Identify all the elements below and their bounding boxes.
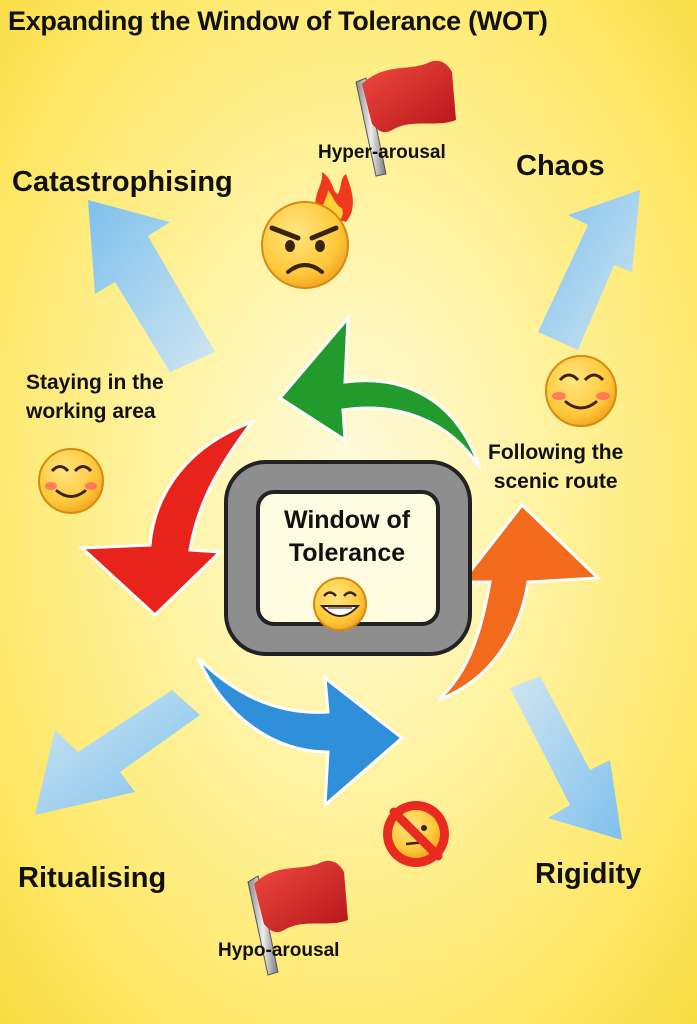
following-line2: scenic route <box>493 470 618 493</box>
arrow-catastrophising <box>88 200 215 372</box>
staying-label: Staying in the working area <box>26 368 164 426</box>
smiling-face-icon <box>545 355 617 427</box>
following-label: Following the scenic route <box>488 438 623 496</box>
angry-face-icon <box>261 172 353 289</box>
staying-line1: Staying in the <box>26 371 164 394</box>
smiling-face-icon <box>38 448 104 514</box>
page-title: Expanding the Window of Tolerance (WOT) <box>8 6 548 36</box>
window-line2: Tolerance <box>288 539 406 567</box>
arrow-chaos <box>538 190 640 350</box>
hypo-arousal-label: Hypo-arousal <box>218 940 340 961</box>
hyper-arousal-label: Hyper-arousal <box>318 142 446 163</box>
arrow-rigidity <box>510 676 622 840</box>
window-frame <box>224 460 472 656</box>
orange-arrow <box>437 502 602 702</box>
catastrophising-label: Catastrophising <box>12 166 233 198</box>
window-line1: Window of <box>283 506 411 534</box>
green-arrow <box>277 313 482 469</box>
chaos-label: Chaos <box>516 150 605 182</box>
ritualising-label: Ritualising <box>18 862 167 894</box>
window-label: Window of Tolerance <box>272 504 422 570</box>
grinning-face-icon <box>313 577 367 631</box>
red-arrow <box>78 418 257 618</box>
prohibited-face-icon <box>383 801 449 867</box>
rigidity-label: Rigidity <box>535 858 642 890</box>
arrow-ritualising <box>35 690 200 815</box>
flag-icon <box>247 860 348 976</box>
following-line1: Following the <box>488 441 624 464</box>
flag-icon <box>355 60 456 177</box>
staying-line2: working area <box>26 400 156 423</box>
blue-arrow <box>196 656 405 809</box>
